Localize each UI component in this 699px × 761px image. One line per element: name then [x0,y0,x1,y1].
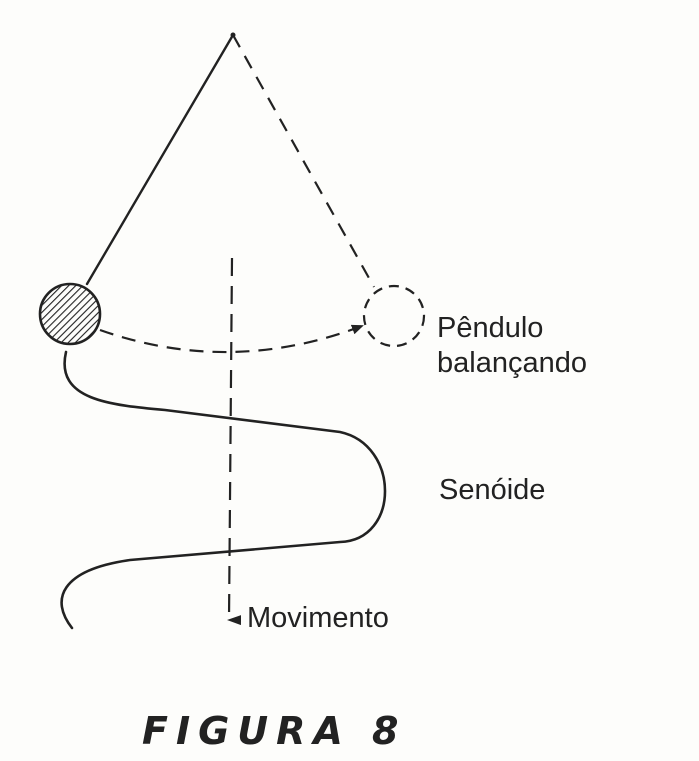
sine-trace [60,350,387,630]
pendulum-string-dashed [232,34,375,288]
pendulum-label-line2: balançando [437,347,587,379]
swing-arc-arrow [99,324,364,354]
pendulum-bob-hatched [38,282,102,346]
movement-label: Movimento [247,602,389,634]
sine-label: Senóide [439,474,546,506]
figure-caption: FIGURA 8 [142,709,407,753]
pendulum-bob-ghost [362,284,426,348]
movement-arrow [227,257,242,626]
pendulum-label-line1: Pêndulo [437,312,544,344]
pendulum-string-solid [85,33,235,286]
